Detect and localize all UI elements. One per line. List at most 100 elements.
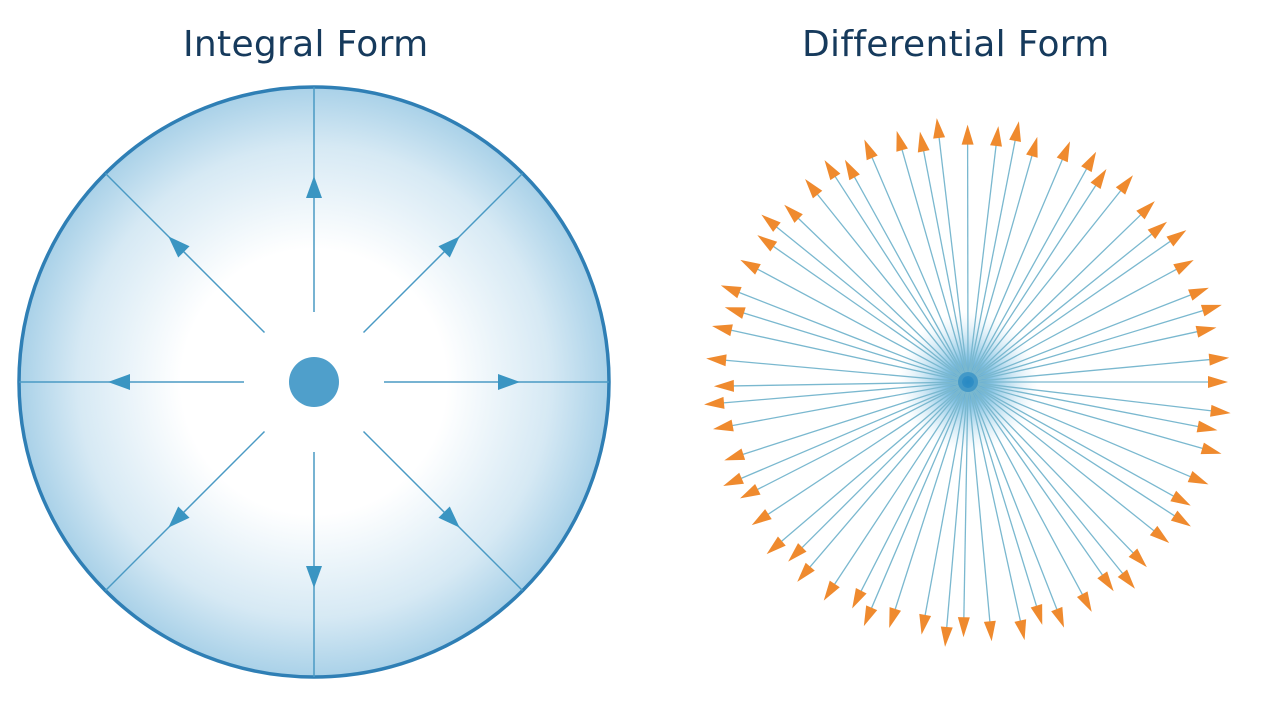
field-line: [967, 387, 991, 624]
field-arrow-icon: [784, 204, 803, 223]
field-arrow-icon: [864, 139, 878, 161]
field-line: [973, 382, 1200, 428]
field-line: [969, 157, 1064, 377]
field-line: [741, 311, 963, 381]
field-line: [938, 135, 968, 377]
divergence-center: [958, 372, 978, 392]
field-arrow-icon: [724, 448, 746, 461]
field-arrow-icon: [852, 588, 867, 609]
field-arrow-icon: [498, 374, 520, 390]
field-arrow-icon: [1056, 141, 1071, 163]
field-line: [730, 382, 963, 427]
field-arrow-icon: [723, 472, 744, 487]
field-arrow-icon: [823, 580, 840, 601]
field-line: [104, 430, 266, 592]
field-line: [970, 386, 1084, 597]
field-arrow-icon: [757, 235, 778, 252]
field-arrow-icon: [1149, 525, 1170, 544]
field-line: [972, 268, 1179, 380]
field-arrow-icon: [1170, 490, 1191, 506]
field-line: [973, 383, 1193, 478]
field-line: [771, 244, 964, 380]
field-arrow-icon: [438, 506, 460, 528]
field-line: [969, 387, 1059, 612]
field-line: [973, 330, 1199, 382]
field-arrow-icon: [805, 178, 823, 199]
field-arrow-icon: [1147, 221, 1168, 239]
field-arrow-icon: [1030, 604, 1043, 625]
field-line: [815, 192, 965, 378]
field-line: [969, 153, 1034, 377]
field-line: [968, 143, 997, 377]
field-arrow-icon: [1170, 510, 1191, 527]
field-line: [972, 239, 1172, 380]
integral-form-title: Integral Form: [183, 24, 429, 65]
field-arrow-icon: [1187, 471, 1209, 485]
field-arrow-icon: [1128, 548, 1147, 568]
field-line: [833, 174, 966, 378]
field-line: [362, 172, 524, 334]
field-arrow-icon: [1076, 591, 1092, 612]
field-line: [971, 188, 1123, 378]
field-arrow-icon: [1026, 136, 1038, 158]
field-arrow-icon: [940, 626, 953, 647]
field-line: [973, 293, 1193, 381]
field-line: [968, 138, 1017, 377]
field-line: [968, 387, 1022, 623]
gaussian-surface-sphere: [17, 85, 611, 679]
field-arrow-icon: [761, 214, 781, 232]
field-line: [104, 172, 266, 334]
field-arrow-icon: [844, 159, 860, 181]
field-arrow-icon: [766, 536, 786, 555]
field-line: [972, 232, 1154, 379]
field-line: [859, 387, 966, 593]
field-line: [945, 387, 969, 630]
field-line: [755, 267, 964, 380]
field-arrow-icon: [704, 396, 725, 409]
field-line: [971, 385, 1135, 555]
field-arrow-icon: [1196, 420, 1218, 433]
field-line: [972, 384, 1177, 518]
field-arrow-icon: [168, 236, 190, 258]
field-arrow-icon: [713, 419, 734, 432]
field-line: [894, 387, 967, 612]
field-arrow-icon: [1195, 325, 1217, 338]
field-line: [972, 385, 1156, 533]
field-arrow-icon: [1081, 151, 1097, 173]
divergence-arrow-burst: [704, 118, 1231, 647]
differential-form-title: Differential Form: [802, 24, 1110, 65]
field-arrow-icon: [957, 617, 970, 638]
field-arrow-icon: [896, 130, 908, 152]
field-arrow-icon: [713, 379, 734, 392]
field-arrow-icon: [863, 605, 878, 627]
field-line: [362, 430, 524, 592]
point-charge: [289, 357, 339, 407]
field-arrow-icon: [306, 566, 322, 588]
field-line: [724, 359, 963, 383]
field-arrow-icon: [1117, 569, 1135, 589]
field-arrow-icon: [740, 259, 761, 275]
field-arrow-icon: [108, 374, 130, 390]
field-arrow-icon: [1210, 404, 1231, 417]
field-line: [972, 384, 1176, 498]
field-line: [900, 148, 967, 377]
field-line: [853, 175, 966, 378]
field-arrow-icon: [1200, 442, 1222, 455]
field-line: [969, 387, 1038, 608]
field-line: [971, 386, 1125, 576]
field-arrow-icon: [889, 607, 902, 629]
field-line: [739, 383, 963, 480]
field-line: [737, 291, 963, 381]
field-arrow-icon: [990, 126, 1002, 147]
field-arrow-icon: [706, 354, 727, 367]
field-arrow-icon: [1173, 260, 1194, 275]
field-arrow-icon: [961, 124, 974, 145]
field-line: [924, 387, 968, 617]
field-arrow-icon: [306, 176, 322, 198]
field-line: [973, 358, 1212, 383]
field-arrow-icon: [720, 285, 742, 299]
field-line: [800, 385, 965, 550]
field-arrow-icon: [1009, 121, 1021, 143]
field-line: [970, 183, 1098, 378]
